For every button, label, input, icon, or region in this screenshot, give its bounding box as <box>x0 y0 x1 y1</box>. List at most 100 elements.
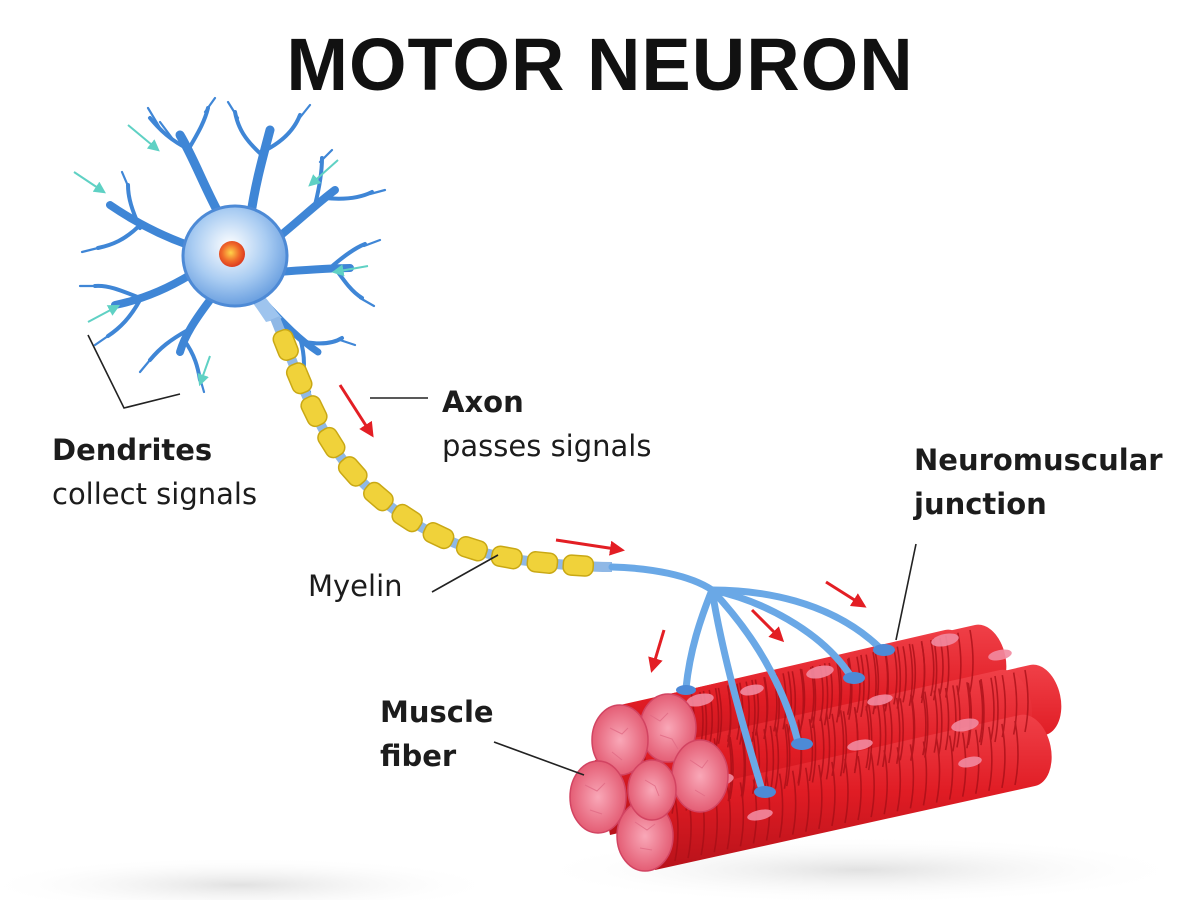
striation-line <box>765 776 771 841</box>
striation-line <box>763 676 768 740</box>
striation-line <box>844 758 849 824</box>
striation-line <box>888 700 893 764</box>
striation-line <box>831 761 836 827</box>
striation-line <box>825 713 831 780</box>
striation-line <box>674 796 679 862</box>
signal-direction-arrows <box>338 384 867 673</box>
striation-line <box>726 785 732 850</box>
striation-line <box>911 644 917 701</box>
striation-line <box>1012 672 1018 735</box>
striation-line <box>1014 720 1019 786</box>
neuromuscular-junction-label: Neuromuscular junction <box>914 438 1163 526</box>
muscle-fiber-label: Muscle fiber <box>380 690 494 778</box>
striation-line <box>952 685 957 752</box>
myelin-segment <box>455 535 488 562</box>
striation-line <box>865 654 870 711</box>
nmj-leader-line <box>895 543 917 641</box>
striation-line <box>717 687 723 745</box>
striation-line <box>714 688 720 751</box>
striation-line <box>922 741 928 806</box>
myelin-segment <box>363 481 394 512</box>
striation-line <box>994 675 999 743</box>
striation-line <box>778 773 784 838</box>
ground-shadow-left <box>0 857 500 904</box>
fiber-cross-sections <box>569 693 729 872</box>
striation-line <box>990 677 995 740</box>
striation-line <box>787 671 793 734</box>
striation-line <box>1024 669 1029 733</box>
myelin-segment <box>285 362 313 395</box>
striation-line <box>791 770 797 835</box>
striation-line <box>920 640 926 704</box>
nmj-line-2: junction <box>914 487 1047 521</box>
myelin-segment <box>391 503 423 533</box>
junction-endplates <box>676 644 895 798</box>
myelin-segment <box>562 554 595 577</box>
fiber-nuclei <box>686 633 1012 821</box>
myelin-segment <box>272 328 299 361</box>
myelin-segment <box>337 456 368 487</box>
cross-section-texture <box>584 712 709 851</box>
leader-lines <box>87 334 917 776</box>
striation-line <box>846 658 852 715</box>
striation-line <box>876 703 882 766</box>
striation-line <box>769 725 775 792</box>
myelin-label: Myelin <box>308 564 403 608</box>
striation-line <box>896 747 902 812</box>
myelin-leader-line <box>431 554 499 593</box>
myelin-segment <box>300 395 328 428</box>
striation-line <box>808 718 814 782</box>
dendrites-title: Dendrites <box>52 433 213 467</box>
striation-line <box>988 726 993 792</box>
input-signal-arrows <box>73 124 369 387</box>
striation-line <box>872 652 877 715</box>
striation-line <box>966 682 971 749</box>
myelin-segment <box>490 545 523 570</box>
striation-line <box>938 688 943 755</box>
muscle-leader-line <box>493 741 585 776</box>
striation-line <box>967 682 973 746</box>
striation-line <box>857 755 862 821</box>
striation-line <box>811 716 817 783</box>
striation-line <box>899 698 904 761</box>
muscle-line-2: fiber <box>380 739 457 773</box>
striation-line <box>895 697 901 764</box>
diagram-title: MOTOR NEURON <box>286 23 914 106</box>
striation-line <box>856 656 861 713</box>
nmj-line-1: Neuromuscular <box>914 443 1163 477</box>
striation-line <box>957 632 962 695</box>
striation-line <box>908 643 914 707</box>
striation-line <box>893 648 898 705</box>
striation-line <box>902 646 907 703</box>
striation-line <box>978 680 984 743</box>
muscle-fiber-bundle <box>569 624 1062 872</box>
striation-line <box>739 782 745 847</box>
striation-line <box>948 735 954 800</box>
axon-desc: passes signals <box>442 429 652 463</box>
striation-line <box>797 719 803 786</box>
muscle-line-1: Muscle <box>380 695 494 729</box>
axon-terminals <box>608 563 884 794</box>
dendrites-label: Dendrites collect signals <box>52 428 257 516</box>
striation-line <box>835 660 841 723</box>
dendrites-bracket-line <box>87 334 181 409</box>
myelin-text: Myelin <box>308 569 403 603</box>
striation-line <box>870 753 875 818</box>
striation-line <box>726 685 732 748</box>
striation-line <box>935 738 941 803</box>
striation-line <box>785 723 791 787</box>
nucleus <box>219 241 245 267</box>
myelin-segment <box>526 551 559 574</box>
striation-line <box>883 750 888 815</box>
striation-line <box>848 657 853 720</box>
striation-line <box>842 711 848 774</box>
striation-line <box>818 764 823 830</box>
axon-title: Axon <box>442 385 524 419</box>
dendrites <box>78 96 387 394</box>
striation-line <box>839 710 845 777</box>
myelin-sheath <box>272 328 595 577</box>
striation-line <box>1001 723 1006 789</box>
striation-line <box>956 685 961 748</box>
axon-label: Axon passes signals <box>442 380 651 468</box>
